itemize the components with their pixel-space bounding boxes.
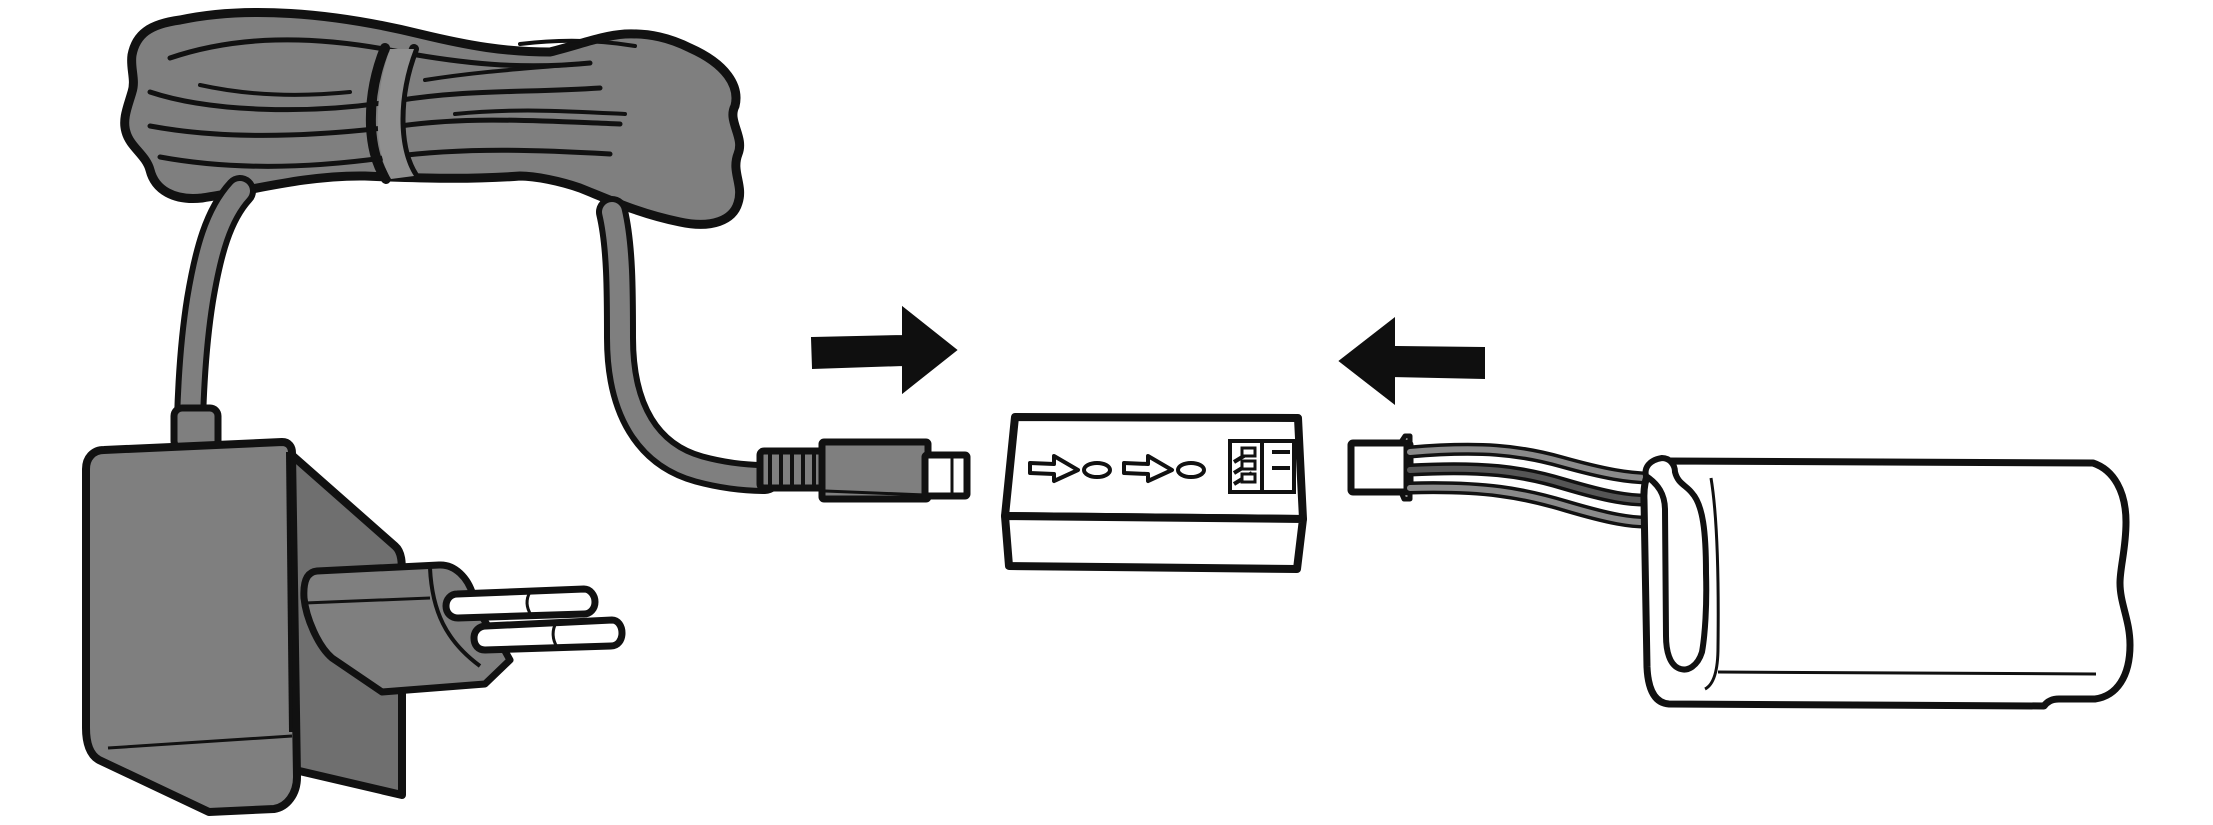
battery-connector-body <box>1347 439 1414 496</box>
arrow-left-icon <box>1338 316 1485 406</box>
connector-box-front <box>1001 512 1307 573</box>
coil-loop-7 <box>453 108 627 116</box>
plug-edge-line <box>304 596 431 605</box>
adapter-cable-fill <box>180 181 250 430</box>
battery-pack-icon <box>1640 455 2134 710</box>
adapter-top-edge <box>107 734 293 750</box>
connector-box-socket <box>1228 439 1296 494</box>
power-adapter <box>82 404 406 816</box>
battery-pack-body <box>1640 457 2134 710</box>
plug <box>300 561 626 696</box>
usb-metal-tip <box>921 451 971 500</box>
plug-face-line <box>428 567 482 668</box>
battery-pack-detail-top <box>1704 477 1720 691</box>
battery-pack-detail-bottom <box>1717 670 2097 676</box>
coil-tie-outer <box>365 43 391 184</box>
connector-box <box>1001 413 1307 573</box>
arrow-right-icon <box>810 305 958 395</box>
coil-loop-5 <box>198 83 352 97</box>
coil-loop-8 <box>518 38 637 48</box>
battery-pack-end-cap <box>1642 455 1710 673</box>
coiled-cable <box>120 7 745 229</box>
battery-wires <box>1403 442 1659 529</box>
adapter-front-face <box>82 438 301 816</box>
battery-connector <box>1347 433 1414 502</box>
connector-box-markings <box>1028 454 1206 483</box>
adapter-front-edge <box>286 451 293 733</box>
coil-loop-6 <box>423 62 582 82</box>
usb-cable <box>596 196 781 494</box>
plug-pin-upper <box>442 585 599 622</box>
coil-tie-fill <box>377 49 414 179</box>
adapter-cable <box>174 175 256 436</box>
usb-cable-fill <box>602 202 775 488</box>
usb-plug <box>756 438 971 503</box>
plug-pin-lower <box>470 616 626 654</box>
